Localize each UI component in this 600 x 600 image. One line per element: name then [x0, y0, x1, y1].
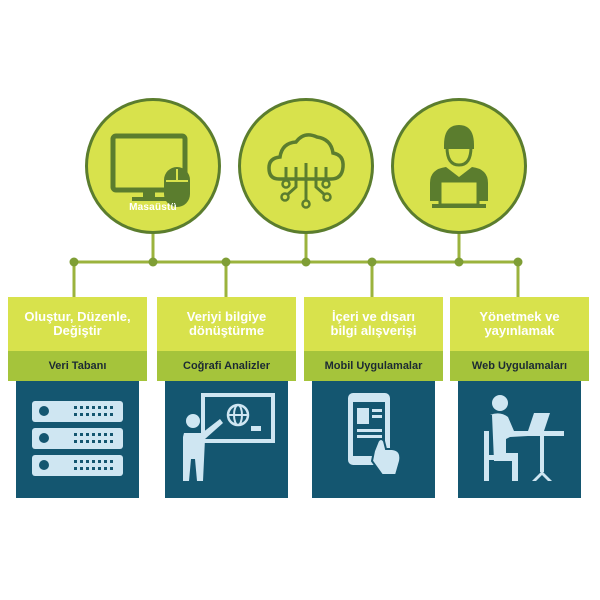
- mobile-touch-icon: [348, 393, 402, 476]
- card-title-text: Veriyi bilgiye dönüştürme: [186, 309, 267, 338]
- card-subtitle: Web Uygulamaları: [450, 351, 589, 381]
- card-subtitle: Veri Tabanı: [8, 351, 147, 381]
- card-cografi-analizler: Veriyi bilgiye dönüştürme Coğrafi Analiz…: [157, 297, 296, 498]
- card-subtitle: Coğrafi Analizler: [157, 351, 296, 381]
- card-mobil-uygulamalar: İçeri ve dışarı bilgi alışverişi Mobil U…: [304, 297, 443, 498]
- circle-cloud: [238, 98, 374, 234]
- card-title-text: Oluştur, Düzenle, Değiştir: [24, 309, 131, 338]
- desktop-computer-icon: [110, 133, 190, 207]
- card-icon-panel: [16, 381, 139, 498]
- card-web-uygulamalari: Yönetmek ve yayınlamak Web Uygulamaları: [450, 297, 589, 498]
- card-icon-panel: [312, 381, 435, 498]
- server-rack-icon: [32, 401, 123, 476]
- cloud-network-icon: [267, 133, 345, 209]
- card-icon-panel: [165, 381, 288, 498]
- card-title: Veriyi bilgiye dönüştürme: [157, 297, 296, 351]
- circle-person-laptop: [391, 98, 527, 234]
- card-title-text: İçeri ve dışarı bilgi alışverişi: [330, 309, 417, 338]
- card-title-text: Yönetmek ve yayınlamak: [479, 309, 560, 338]
- card-title: Oluştur, Düzenle, Değiştir: [8, 297, 147, 351]
- card-subtitle: Mobil Uygulamalar: [304, 351, 443, 381]
- card-veri-tabani: Oluştur, Düzenle, Değiştir Veri Tabanı: [8, 297, 147, 498]
- circle-label-desktop: Masaüstü: [129, 202, 177, 213]
- person-desk-laptop-icon: [484, 395, 564, 481]
- circle-desktop: Masaüstü: [85, 98, 221, 234]
- presentation-globe-icon: [183, 393, 275, 481]
- card-title: İçeri ve dışarı bilgi alışverişi: [304, 297, 443, 351]
- person-laptop-icon: [430, 125, 488, 208]
- card-title: Yönetmek ve yayınlamak: [450, 297, 589, 351]
- card-icon-panel: [458, 381, 581, 498]
